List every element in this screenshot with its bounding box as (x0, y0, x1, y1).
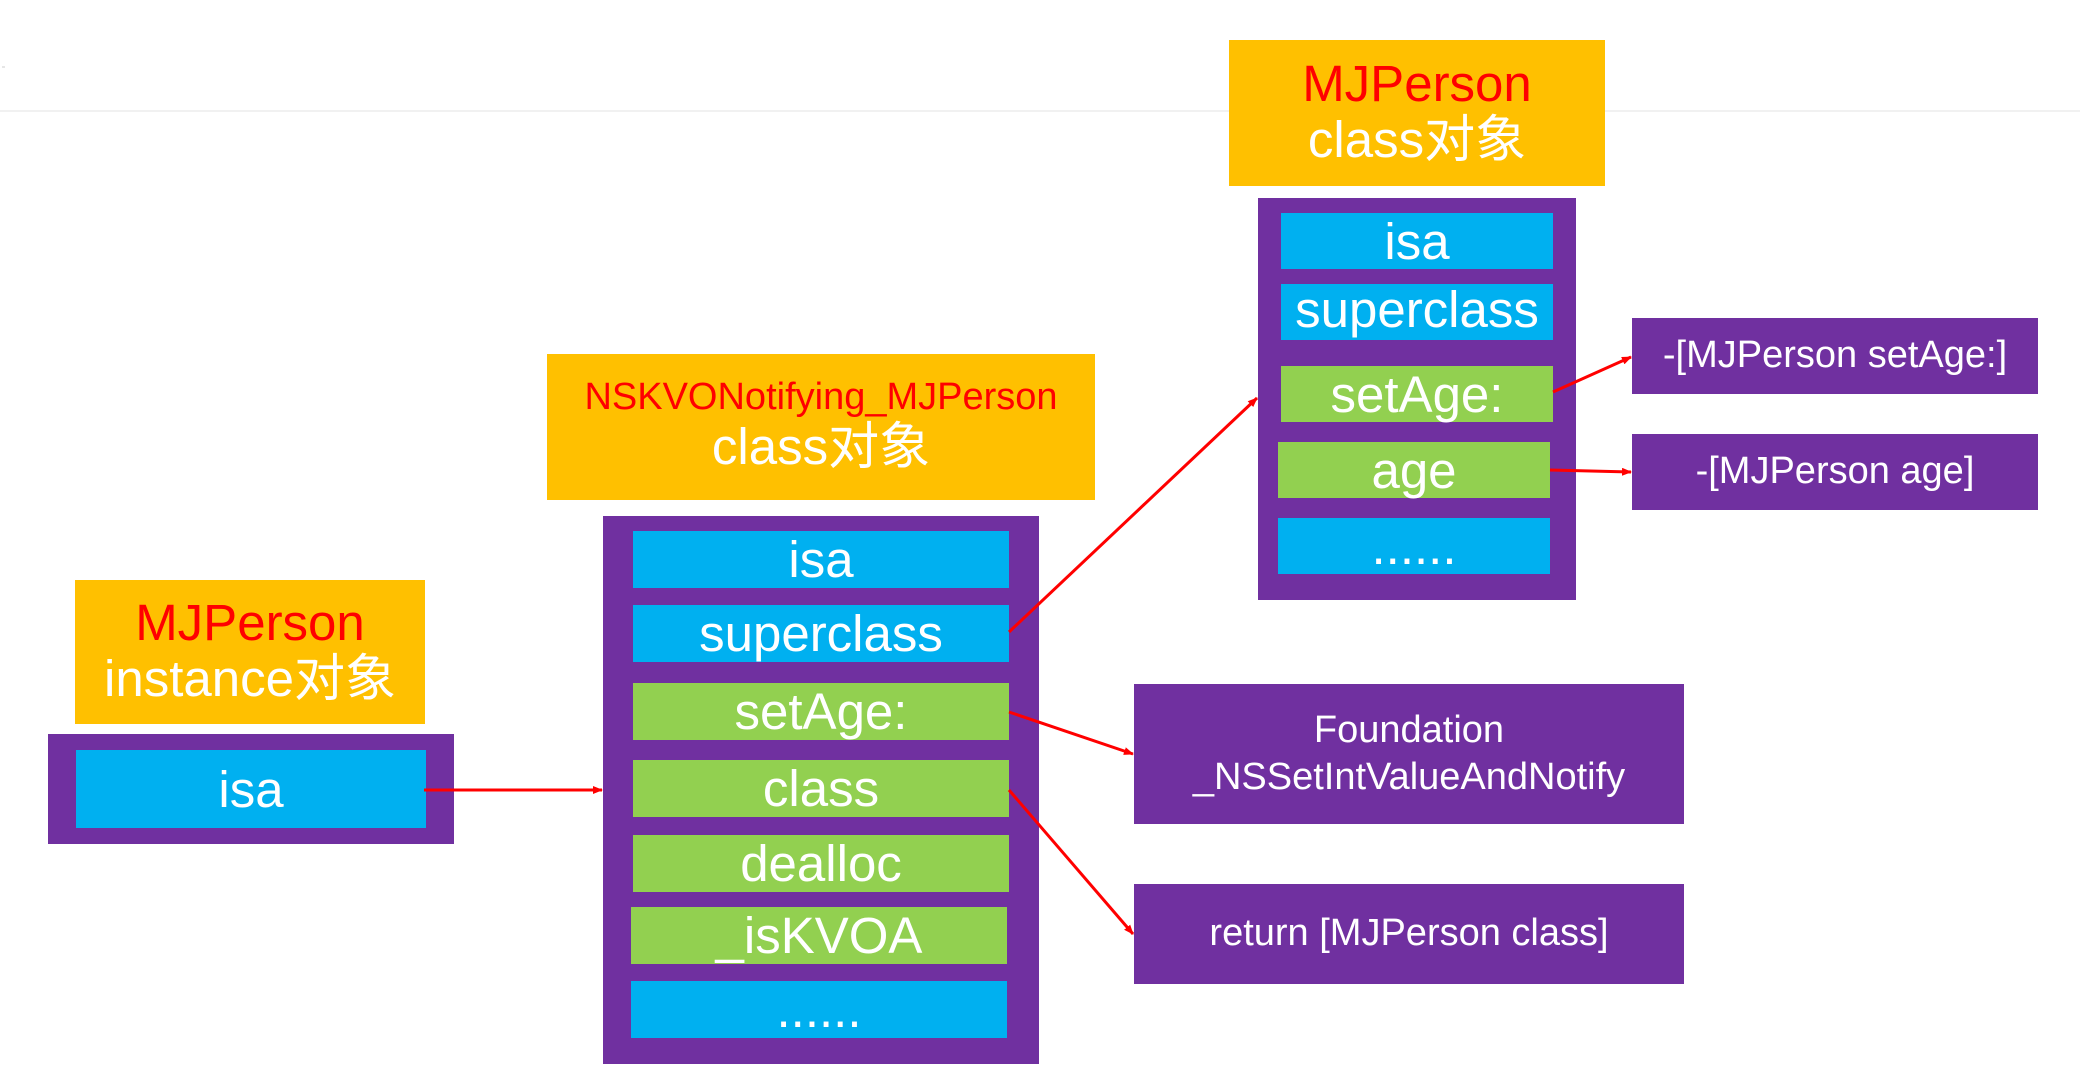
person-age-slot: age (1278, 442, 1550, 498)
foundation-line1: Foundation (1313, 708, 1505, 751)
corner-mark (2, 66, 5, 68)
person-class-label: MJPerson class对象 (1229, 40, 1605, 186)
kvo-dealloc-slot: dealloc (633, 835, 1009, 892)
age-impl-text: -[MJPerson age] (1695, 450, 1975, 493)
arrow-kvo-class-to-return-class (1007, 789, 1135, 935)
kvo-setage-slot: setAge: (633, 683, 1009, 740)
kvo-superclass-slot: superclass (633, 605, 1009, 662)
kvo-class-container: isa superclass setAge: class dealloc _is… (603, 516, 1039, 1064)
setage-impl-text: -[MJPerson setAge:] (1662, 334, 2008, 377)
return-class-note: return [MJPerson class] (1134, 884, 1684, 984)
setage-impl-note: -[MJPerson setAge:] (1632, 318, 2038, 394)
person-ellipsis-slot: ...... (1278, 518, 1550, 574)
header-divider (0, 110, 2080, 112)
instance-subtitle: instance对象 (104, 650, 396, 708)
kvo-class-label: NSKVONotifying_MJPerson class对象 (547, 354, 1095, 500)
instance-label: MJPerson instance对象 (75, 580, 425, 724)
person-isa-slot: isa (1281, 213, 1553, 269)
person-superclass-slot: superclass (1281, 284, 1553, 340)
kvo-isa-slot: isa (633, 531, 1009, 588)
arrow-person-age-to-impl (1549, 467, 1632, 476)
kvo-class-subtitle: class对象 (711, 418, 931, 476)
foundation-line2: _NSSetIntValueAndNotify (1192, 756, 1626, 798)
kvo-class-title: NSKVONotifying_MJPerson (584, 376, 1058, 419)
kvo-ellipsis-slot: ...... (631, 981, 1007, 1038)
kvo-iskvoa-slot: _isKVOA (631, 907, 1007, 964)
arrow-kvo-setage-to-foundation (1008, 710, 1134, 756)
instance-isa-slot: isa (76, 750, 426, 828)
person-setage-slot: setAge: (1281, 366, 1553, 422)
foundation-note: Foundation _NSSetIntValueAndNotify (1134, 684, 1684, 824)
return-class-text: return [MJPerson class] (1209, 912, 1609, 955)
instance-title: MJPerson (135, 594, 365, 652)
person-class-subtitle: class对象 (1307, 111, 1527, 169)
kvo-class-method-slot: class (633, 760, 1009, 817)
instance-container: isa (48, 734, 454, 844)
arrow-kvo-superclass-to-person-class (1007, 396, 1259, 634)
arrow-person-setage-to-impl (1552, 355, 1632, 394)
person-class-container: isa superclass setAge: age ...... (1258, 198, 1576, 600)
person-class-title: MJPerson (1302, 55, 1532, 113)
age-impl-note: -[MJPerson age] (1632, 434, 2038, 510)
